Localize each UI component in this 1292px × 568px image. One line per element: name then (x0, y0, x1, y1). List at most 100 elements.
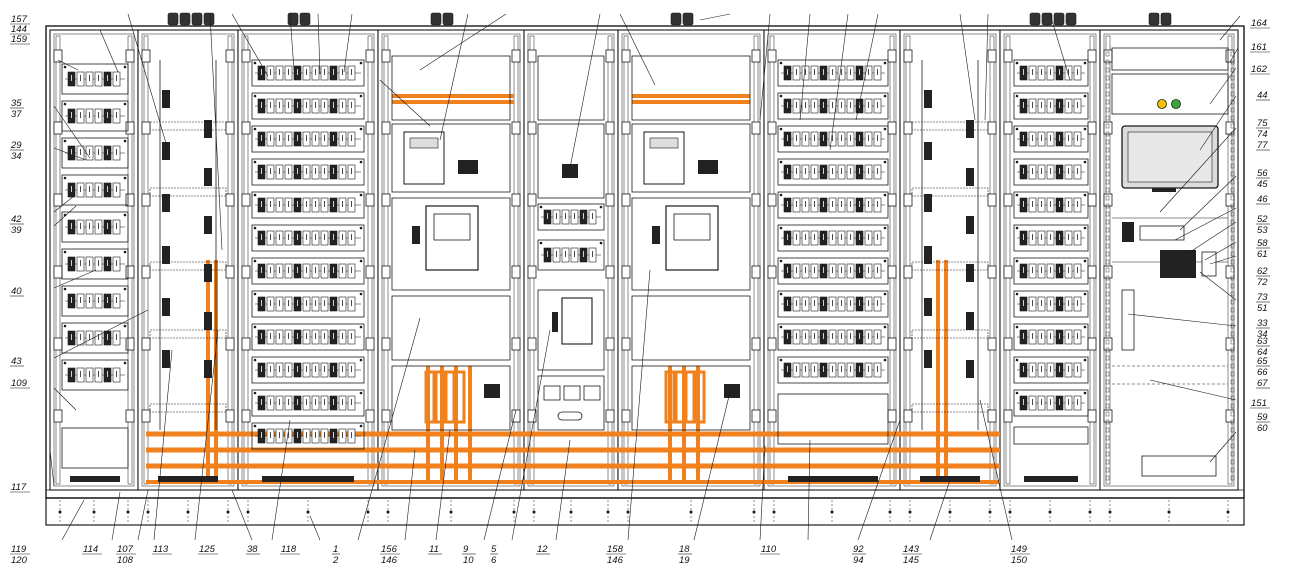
label-number: 63 (1257, 336, 1268, 347)
label-number: 159 (11, 34, 28, 45)
hinge (381, 49, 391, 63)
screw (1015, 61, 1019, 65)
perforation (1105, 251, 1110, 257)
hmi-display-area (1127, 131, 1213, 183)
screw (1083, 226, 1087, 230)
cabinet-inner-3 (241, 33, 375, 487)
screw (1083, 292, 1087, 296)
leader-line (153, 349, 173, 541)
screw (1083, 259, 1087, 263)
screw (1015, 325, 1019, 329)
terminal-clamp (162, 246, 170, 264)
perforated-rail (911, 261, 989, 271)
lifting-eye (670, 12, 682, 26)
hinge (1003, 337, 1013, 351)
hinge (887, 409, 897, 423)
plinth-bolt (606, 510, 610, 514)
perforation (1230, 403, 1235, 409)
hinge (903, 265, 913, 279)
hinge (53, 49, 63, 63)
perforation (1230, 459, 1235, 465)
screw (1083, 160, 1087, 164)
perforation (1230, 395, 1235, 401)
perforation (1230, 187, 1235, 193)
hinge (381, 193, 391, 207)
label-number: 38 (247, 544, 258, 555)
hinge (605, 337, 615, 351)
perforation (1230, 315, 1235, 321)
perforation (1230, 59, 1235, 65)
mounting-plate (777, 191, 889, 219)
label-number: 143 (903, 544, 920, 555)
breaker-compartment (391, 197, 511, 291)
screw (63, 139, 67, 143)
screw (359, 193, 363, 197)
screw (253, 94, 257, 98)
lifting-eye (179, 12, 191, 26)
hinge (1087, 49, 1097, 63)
label-number: 92 (853, 544, 864, 555)
terminal-clamp (966, 168, 974, 186)
cable-gland-plate (70, 476, 120, 482)
screw (779, 259, 783, 263)
perforation (1105, 195, 1110, 201)
hinge (903, 121, 913, 135)
hinge (527, 265, 537, 279)
hinge (903, 409, 913, 423)
screw (359, 325, 363, 329)
leader-line (1174, 207, 1237, 241)
label-number: 59 (1257, 412, 1268, 423)
lifting-eye (203, 12, 215, 26)
cabinet-inner-5 (527, 33, 615, 487)
leader-line (99, 29, 119, 73)
circuit-breaker (425, 205, 479, 271)
mounting-plate (1013, 191, 1089, 219)
hinge (767, 337, 777, 351)
perforation (1105, 203, 1110, 209)
hinge (751, 409, 761, 423)
frame-post (55, 35, 61, 485)
leader-line (1229, 47, 1239, 63)
hinge (381, 337, 391, 351)
label-number: 107 (117, 544, 134, 555)
leader-line (435, 429, 451, 541)
perforation (1105, 131, 1110, 137)
label-number: 40 (11, 286, 22, 297)
perforation (1230, 155, 1235, 161)
label-number-secondary: 146 (381, 555, 398, 566)
hinge (365, 337, 375, 351)
hinge (241, 49, 251, 63)
hinge (751, 265, 761, 279)
leader-line (929, 479, 951, 541)
position-label-right-162: 162 (1250, 64, 1270, 75)
label-number: 118 (281, 544, 297, 555)
label-number: 119 (11, 544, 27, 555)
mounting-plate (251, 59, 365, 87)
label-number: 33 (1257, 318, 1268, 329)
perforation (1105, 155, 1110, 161)
mounting-plate (251, 323, 365, 351)
mounting-plate (251, 158, 365, 186)
terminal-clamp (924, 142, 932, 160)
perforation (1230, 419, 1235, 425)
perforation (1230, 291, 1235, 297)
hinge (987, 265, 997, 279)
screw (123, 324, 127, 328)
perforation (1105, 435, 1110, 441)
screw (1015, 292, 1019, 296)
label-number-secondary: 45 (1257, 179, 1268, 190)
leader-line (357, 317, 421, 541)
screw (253, 61, 257, 65)
screw (1015, 358, 1019, 362)
perforated-rail (911, 187, 989, 197)
screw (1083, 61, 1087, 65)
label-number: 1 (333, 544, 338, 555)
perforation (1230, 171, 1235, 177)
hinge (125, 265, 135, 279)
position-labels: 1571441593537293442394043109117119120114… (10, 14, 1270, 566)
perforation (1105, 307, 1110, 313)
